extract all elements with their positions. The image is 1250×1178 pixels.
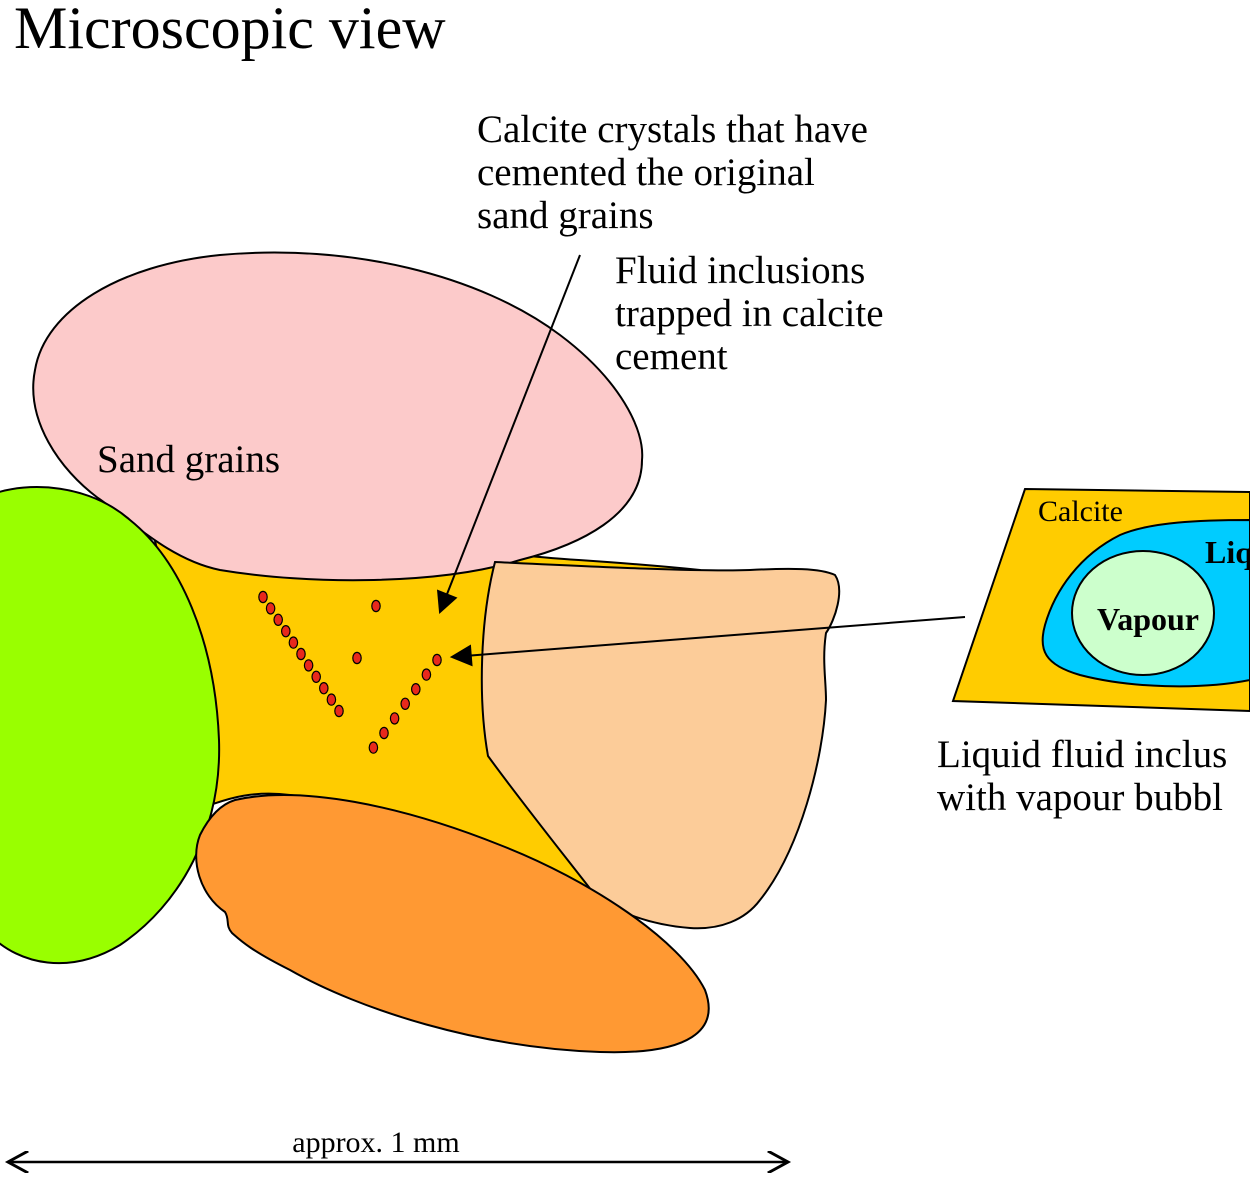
fluid-inclusion-dot bbox=[296, 647, 306, 661]
liquid-fluid-inclusion-label-line-2: with vapour bubbl bbox=[937, 776, 1223, 819]
fluid-inclusion-dot bbox=[311, 670, 321, 684]
fluid-inclusion-dot bbox=[410, 683, 421, 696]
fluid-inclusion-dot bbox=[265, 602, 276, 615]
fluid-inclusion-dot bbox=[371, 599, 381, 613]
fluid-inclusion-dot bbox=[280, 625, 291, 638]
fluid-inclusion-dot bbox=[368, 741, 379, 754]
inset-vapour-label: Vapour bbox=[1097, 601, 1199, 637]
scale-bar-label: approx. 1 mm bbox=[292, 1126, 459, 1159]
calcite-crystals-label-line-3: sand grains bbox=[477, 194, 654, 237]
fluid-inclusion-dot bbox=[352, 651, 362, 665]
fluid-inclusion-dot bbox=[303, 659, 314, 672]
fluid-inclusion-dot bbox=[334, 704, 344, 718]
fluid-inclusion-dot bbox=[288, 636, 299, 649]
calcite-crystals-label-line-2: cemented the original bbox=[477, 151, 815, 194]
scale-bar: approx. 1 mm bbox=[8, 1126, 788, 1162]
fluid-inclusion-dot bbox=[389, 712, 400, 725]
fluid-inclusion-dot bbox=[432, 653, 442, 667]
fluid-inclusion-dot bbox=[318, 682, 329, 695]
liquid-fluid-inclusion-label: Liquid fluid inclus with vapour bubbl bbox=[937, 733, 1227, 819]
calcite-crystals-label: Calcite crystals that have cemented the … bbox=[477, 108, 868, 237]
fluid-inclusion-pointer-arrow bbox=[449, 616, 966, 667]
fluid-inclusion-dot bbox=[379, 726, 389, 740]
sand-grains-label: Sand grains bbox=[97, 438, 280, 481]
orange-sand-grain bbox=[195, 794, 710, 1054]
calcite-crystals-label-line-1: Calcite crystals that have bbox=[477, 108, 868, 151]
liquid-fluid-inclusion-label-line-1: Liquid fluid inclus bbox=[937, 733, 1227, 776]
fluid-inclusions-label-line-2: trapped in calcite bbox=[615, 292, 884, 335]
fluid-inclusion-dot bbox=[258, 590, 268, 604]
fluid-inclusion-dot bbox=[326, 693, 337, 706]
inset-vapour-bubble bbox=[1071, 550, 1215, 676]
fluid-inclusion-dots bbox=[258, 590, 442, 754]
calcite-crystals-pointer-arrow bbox=[436, 254, 581, 615]
fluid-inclusion-dot bbox=[273, 613, 283, 627]
fluid-inclusion-dot bbox=[400, 697, 410, 711]
inset-calcite-label: Calcite bbox=[1038, 495, 1123, 528]
green-sand-grain bbox=[0, 486, 221, 965]
inset-liquid-label: Liq bbox=[1205, 534, 1250, 570]
diagram-title: Microscopic view bbox=[14, 0, 446, 61]
fluid-inclusions-label-line-1: Fluid inclusions bbox=[615, 249, 865, 292]
peach-sand-grain bbox=[480, 560, 841, 930]
pink-sand-grain bbox=[32, 251, 644, 582]
fluid-inclusion-dot bbox=[421, 668, 432, 681]
fluid-inclusions-label: Fluid inclusions trapped in calcite ceme… bbox=[615, 249, 884, 378]
inclusion-inset: Calcite Liq Vapour bbox=[951, 487, 1250, 713]
fluid-inclusions-label-line-3: cement bbox=[615, 335, 728, 378]
